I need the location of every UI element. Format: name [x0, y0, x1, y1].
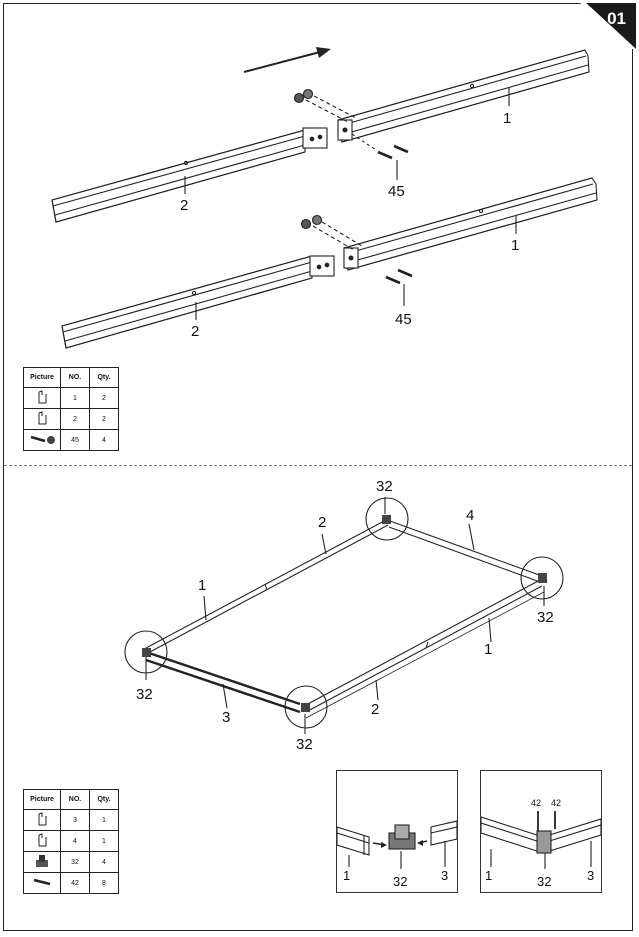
label-bolt-45-lower: 45 [395, 311, 412, 328]
col-picture: Picture [23, 789, 61, 810]
label-rail-3: 3 [222, 709, 231, 726]
inset-left-label-3: 3 [441, 868, 449, 883]
label-corner-32-top: 32 [376, 478, 393, 495]
table-row: 4 1 [23, 830, 119, 852]
part-no: 42 [60, 872, 90, 894]
rail-1-lower [343, 177, 598, 271]
page-frame [3, 3, 633, 931]
inset-right-label-3: 3 [587, 868, 595, 883]
screw-icon [23, 872, 61, 894]
rail-2-upper [51, 127, 328, 223]
bolts-45-upper [293, 88, 409, 160]
inset-right-screw-42-a: 42 [531, 798, 542, 808]
part-qty: 1 [89, 830, 119, 852]
part-no: 32 [60, 851, 90, 873]
label-bolt-45-upper: 45 [388, 183, 405, 200]
inset-exploded-illustration [336, 820, 458, 869]
inset-right-label-32: 32 [537, 874, 552, 889]
part-no: 4 [60, 830, 90, 852]
table-row: 1 2 [23, 387, 119, 409]
bolt-nut-icon [23, 429, 61, 451]
inset-connector-exploded: 1 32 3 [336, 770, 458, 893]
inset-right-label-1: 1 [485, 868, 493, 883]
section-divider [4, 465, 632, 466]
label-corner-32-left: 32 [136, 686, 153, 703]
part-qty: 4 [89, 851, 119, 873]
base-frame-illustration [124, 497, 564, 734]
label-corner-32-right: 32 [537, 609, 554, 626]
label-rail-2-back: 2 [318, 514, 327, 531]
inset-left-label-32: 32 [393, 874, 408, 889]
table-row: 45 4 [23, 429, 119, 451]
inset-right-screw-42-b: 42 [551, 798, 562, 808]
col-no: NO. [60, 789, 90, 810]
label-corner-32-bottom: 32 [296, 736, 313, 753]
label-rail-1-lower: 1 [511, 237, 520, 254]
table-row: 3 1 [23, 809, 119, 831]
step-badge: 01 [576, 3, 636, 49]
top-rail-assembly-illustration [51, 47, 598, 349]
inset-connector-assembled: 42 42 1 32 3 [480, 770, 602, 893]
label-rail-1-right: 1 [484, 641, 493, 658]
label-rail-2-front: 2 [371, 701, 380, 718]
inset-assembled-illustration [480, 811, 602, 869]
inset-left-label-1: 1 [343, 868, 351, 883]
parts-table-bottom: Picture NO. Qty. 3 1 4 1 32 4 42 8 [23, 789, 119, 894]
table-row: 32 4 [23, 851, 119, 873]
direction-arrow [243, 51, 321, 73]
label-rail-2-upper: 2 [180, 197, 189, 214]
rail-2-lower [61, 255, 335, 349]
label-rail-1-upper: 1 [503, 110, 512, 127]
part-no: 3 [60, 809, 90, 831]
part-qty: 4 [89, 429, 119, 451]
part-qty: 8 [89, 872, 119, 894]
label-rail-1-left: 1 [198, 577, 207, 594]
base-frame [145, 519, 545, 719]
part-no: 45 [60, 429, 90, 451]
rail-1-upper [337, 49, 590, 143]
bolts-45-lower [300, 214, 413, 285]
table-row: 42 8 [23, 872, 119, 894]
parts-table-top: Picture NO. Qty. 1 2 2 2 45 4 [23, 367, 119, 451]
table-row: 2 2 [23, 408, 119, 430]
rail-profile-icon [23, 830, 61, 852]
rail-profile-icon [23, 809, 61, 831]
corner-connector-icon [23, 851, 61, 873]
label-rail-4: 4 [466, 507, 475, 524]
step-number: 01 [607, 9, 626, 28]
part-qty: 1 [89, 809, 119, 831]
col-qty: Qty. [89, 789, 119, 810]
label-rail-2-lower: 2 [191, 323, 200, 340]
